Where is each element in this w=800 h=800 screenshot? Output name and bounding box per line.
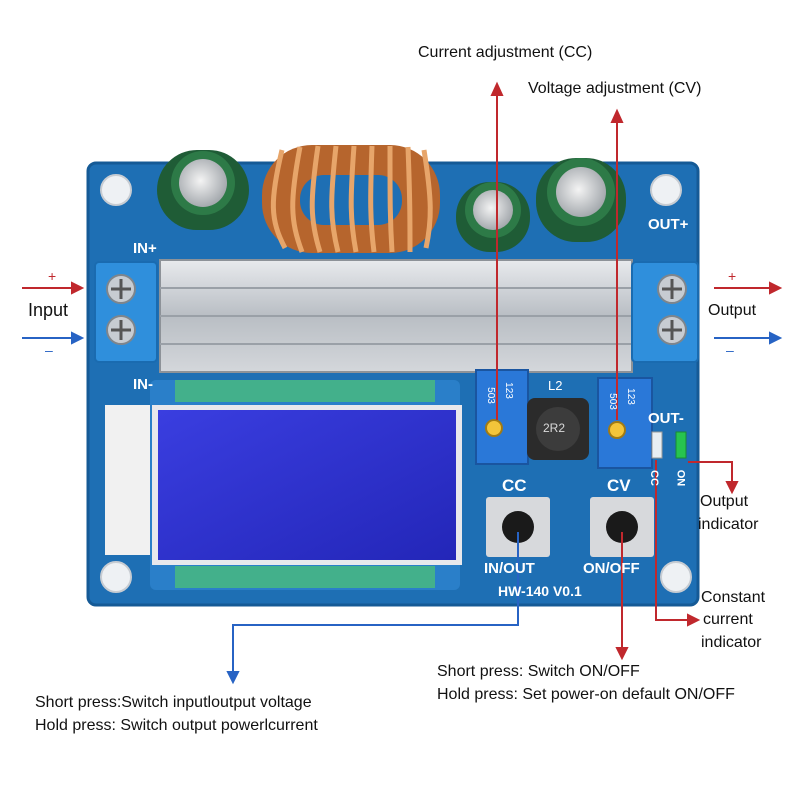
- pot-cv-code: 503: [606, 393, 618, 410]
- cc-label: CC: [502, 476, 527, 495]
- lcd-screen: [158, 410, 456, 560]
- input-plus-arrow-icon: [22, 281, 85, 295]
- potentiometer-cc: [475, 369, 529, 465]
- cc-indicator-label-line1: Constant: [701, 589, 766, 606]
- onoff-short-press-label: Short press: Switch ON/OFF: [437, 663, 640, 680]
- in-plus-label: IN+: [133, 240, 157, 257]
- output-indicator-arrow-icon: [688, 461, 739, 495]
- capacitor-1: [157, 150, 249, 230]
- inductor-label: L2: [548, 378, 563, 393]
- out-plus-label: OUT+: [648, 216, 689, 233]
- voltage-adjustment-label: Voltage adjustment (CV): [528, 80, 702, 97]
- onoff-button-label: ON/OFF: [583, 560, 640, 577]
- input-minus-arrow-icon: [22, 331, 85, 345]
- output-label: Output: [708, 302, 757, 319]
- cc-led: [651, 431, 663, 459]
- inout-button-arrow-icon: [226, 532, 519, 685]
- model-label: HW-140 V0.1: [498, 583, 582, 599]
- inductor-code: 2R2: [543, 421, 566, 435]
- cc-indicator-label-line2: current: [703, 611, 753, 628]
- output-plus-arrow-icon: [714, 281, 783, 295]
- output-terminal-block: [631, 261, 699, 363]
- cv-label: CV: [607, 476, 631, 495]
- output-indicator-label-line2: indicator: [698, 516, 759, 533]
- mounting-hole: [660, 561, 692, 593]
- cv-adjust-arrow-icon: [610, 108, 624, 420]
- output-led: [675, 431, 687, 459]
- input-terminal-block: [94, 261, 158, 363]
- mounting-hole: [100, 174, 132, 206]
- mounting-hole: [100, 561, 132, 593]
- output-minus-sign: –: [726, 342, 734, 358]
- capacitor-3: [536, 158, 626, 242]
- onoff-push-button: [590, 497, 654, 557]
- output-minus-arrow-icon: [714, 331, 783, 345]
- inout-hold-press-label: Hold press: Switch output powerlcurrent: [35, 717, 318, 734]
- in-minus-label: IN-: [133, 376, 153, 393]
- onoff-hold-press-label: Hold press: Set power-on default ON/OFF: [437, 686, 735, 703]
- current-adjustment-label: Current adjustment (CC): [418, 44, 593, 61]
- output-indicator-label-line1: Output: [700, 493, 749, 510]
- mounting-hole: [650, 174, 682, 206]
- input-label: Input: [28, 300, 69, 320]
- out-minus-label: OUT-: [648, 410, 684, 427]
- pot-cc-digits: 123: [502, 382, 514, 399]
- pot-cv-digits: 123: [624, 388, 636, 405]
- lcd-module: [105, 380, 462, 590]
- capacitor-2: [456, 182, 530, 252]
- cc-adjust-arrow-icon: [490, 81, 504, 420]
- toroid-inductor: [262, 145, 440, 253]
- inout-button-label: IN/OUT: [484, 560, 535, 577]
- pot-cc-code: 503: [484, 387, 496, 404]
- led-on-text: ON: [674, 469, 687, 487]
- input-plus-sign: +: [48, 268, 57, 284]
- inout-short-press-label: Short press:Switch inputloutput voltage: [35, 694, 312, 711]
- input-minus-sign: –: [45, 342, 53, 358]
- smd-inductor-l2: [527, 398, 589, 460]
- inout-push-button: [486, 497, 550, 557]
- cc-indicator-label-line3: indicator: [701, 634, 762, 651]
- led-cc-text: CC: [647, 470, 660, 486]
- potentiometer-cv: [597, 377, 653, 469]
- output-plus-sign: +: [728, 268, 737, 284]
- onoff-button-arrow-icon: [615, 532, 629, 661]
- cc-indicator-arrow-icon: [655, 460, 701, 627]
